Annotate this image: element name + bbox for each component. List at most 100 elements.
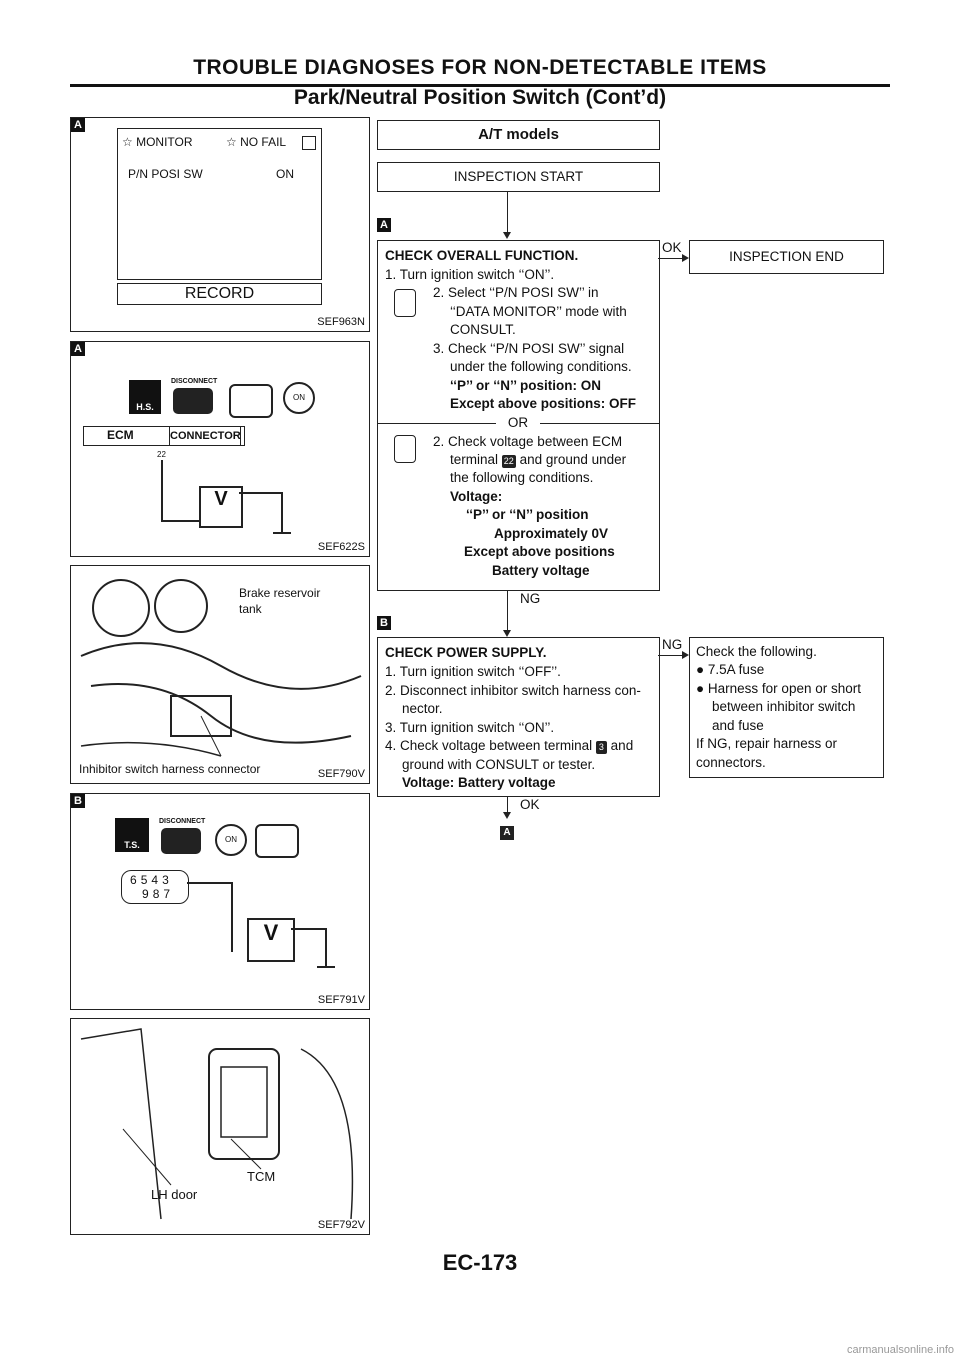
figure-ecm-connector: A H.S. DISCONNECT ON ECM CONNECTOR 22 V … <box>70 341 370 557</box>
remedy-line: and fuse <box>712 718 764 733</box>
consult-display: ☆ MONITOR ☆ NO FAIL P/N POSI SW ON <box>117 128 322 280</box>
connector-icon <box>161 828 201 854</box>
probe-wire-bottom <box>161 520 201 522</box>
inhibitor-label: Inhibitor switch harness connector <box>79 762 261 776</box>
goto-step-badge: A <box>500 826 514 840</box>
section-title: TROUBLE DIAGNOSES FOR NON-DETECTABLE ITE… <box>193 56 767 79</box>
remedy-line: If NG, repair harness or <box>696 736 838 751</box>
step-title: CHECK POWER SUPPLY. <box>385 645 547 660</box>
step-condition: ‘‘P’’ or ‘‘N’’ position: ON <box>450 378 602 393</box>
branch-line <box>658 655 684 656</box>
ground-wire-vertical <box>325 928 327 966</box>
step-condition: Approximately 0V <box>494 526 609 541</box>
figure-tag: A <box>71 342 85 356</box>
branch-label-ok: OK <box>520 797 540 812</box>
ignition-key-icon: ON <box>283 382 315 414</box>
arrow-down-icon <box>503 812 511 819</box>
step-line: 4. Check voltage between terminal 3 and <box>385 738 634 754</box>
pin-label: 22 <box>157 450 166 459</box>
figure-tag: B <box>71 794 85 808</box>
monitor-label: ☆ MONITOR <box>122 135 193 149</box>
tcm-location-drawing <box>80 1028 354 1220</box>
disconnect-label: DISCONNECT <box>159 818 206 825</box>
disconnect-label: DISCONNECT <box>171 378 218 385</box>
ignition-key-icon: ON <box>215 824 247 856</box>
model-header: A/T models <box>377 120 660 150</box>
connector-line <box>507 590 508 634</box>
arrow-right-icon <box>682 254 689 262</box>
connector-icon <box>173 388 213 414</box>
figure-caption: SEF622S <box>317 541 365 553</box>
connector-line <box>507 191 508 235</box>
consult-icon <box>394 289 416 317</box>
voltmeter-icon: V <box>247 918 295 962</box>
arrow-down-icon <box>503 630 511 637</box>
figure-consult-screen: A ☆ MONITOR ☆ NO FAIL P/N POSI SW ON REC… <box>70 117 370 332</box>
ecm-label: ECM <box>107 428 134 442</box>
step-line: ‘‘DATA MONITOR’’ mode with <box>450 304 627 319</box>
connector-line <box>507 796 508 814</box>
step-tag: B <box>377 616 391 630</box>
remedy-bullet: ● Harness for open or short <box>696 681 861 696</box>
step-line: nector. <box>402 701 443 716</box>
figure-tcm-location: TCM LH door SEF792V <box>70 1018 370 1235</box>
ts-icon: T.S. <box>115 818 149 852</box>
brake-label: Brake reservoir <box>239 586 321 600</box>
step-title: CHECK OVERALL FUNCTION. <box>385 248 579 263</box>
lh-door-label: LH door <box>151 1187 198 1202</box>
figure-caption: SEF963N <box>317 316 365 328</box>
step-line: under the following conditions. <box>450 359 632 374</box>
or-label: OR <box>496 414 540 433</box>
ground-icon <box>317 966 335 968</box>
no-fail-label: ☆ NO FAIL <box>226 135 287 149</box>
figure-caption: SEF791V <box>317 994 365 1006</box>
figure-engine-compartment: Brake reservoir tank Inhibitor switch ha… <box>70 565 370 784</box>
step-condition: Voltage: Battery voltage <box>402 775 556 790</box>
step-line: 1. Turn ignition switch ‘‘OFF’’. <box>385 664 561 679</box>
step-tag: A <box>377 218 391 232</box>
branch-label-ok: OK <box>662 240 682 255</box>
ground-wire <box>291 928 327 930</box>
step-line: 3. Turn ignition switch ‘‘ON’’. <box>385 720 555 735</box>
branch-label-ng: NG <box>662 637 683 652</box>
arrow-down-icon <box>503 232 511 239</box>
terminal-badge: 22 <box>501 455 516 468</box>
step-line: Voltage: <box>450 489 503 504</box>
tank-label: tank <box>239 602 262 616</box>
hs-icon: H.S. <box>129 380 161 414</box>
remedy-line: Check the following. <box>696 644 817 659</box>
ground-icon <box>273 532 291 534</box>
remedy-line: between inhibitor switch <box>712 699 856 714</box>
ecm-connector-bar <box>83 426 245 446</box>
step-line: 2. Disconnect inhibitor switch harness c… <box>385 683 641 698</box>
step-condition: Battery voltage <box>492 563 590 578</box>
step-line: the following conditions. <box>450 470 594 485</box>
remedy-line: connectors. <box>696 755 766 770</box>
tcm-label: TCM <box>247 1169 276 1184</box>
probe-wire <box>161 460 163 520</box>
check-the-following: Check the following. ● 7.5A fuse ● Harne… <box>689 637 884 778</box>
branch-label-ng: NG <box>520 591 541 606</box>
step-condition: Except above positions <box>464 544 615 559</box>
voltmeter-icon: V <box>199 486 243 528</box>
figure-caption: SEF792V <box>317 1219 365 1231</box>
step-line: 2. Check voltage between ECM <box>433 434 623 449</box>
step-line: CONSULT. <box>450 322 516 337</box>
tester-icon <box>394 435 416 463</box>
engine-off-icon <box>255 824 299 858</box>
monitor-value: ON <box>276 167 294 181</box>
monitor-item: P/N POSI SW <box>128 167 203 181</box>
step-line: ground with CONSULT or tester. <box>402 757 596 772</box>
step-line: 3. Check ‘‘P/N POSI SW’’ signal <box>433 341 625 356</box>
connector-label: CONNECTOR <box>169 426 241 446</box>
pins-top: 6543 <box>130 873 173 887</box>
branch-line <box>658 258 684 259</box>
step-condition: ‘‘P’’ or ‘‘N’’ position <box>466 507 589 522</box>
probe-wire <box>187 882 233 884</box>
page-number: EC-173 <box>442 1250 518 1275</box>
inspection-end: INSPECTION END <box>689 240 884 274</box>
step-line: 2. Select ‘‘P/N POSI SW’’ in <box>433 285 599 300</box>
remedy-bullet: ● 7.5A fuse <box>696 662 765 677</box>
probe-wire-vertical <box>231 882 233 952</box>
ground-wire-vertical <box>281 492 283 532</box>
